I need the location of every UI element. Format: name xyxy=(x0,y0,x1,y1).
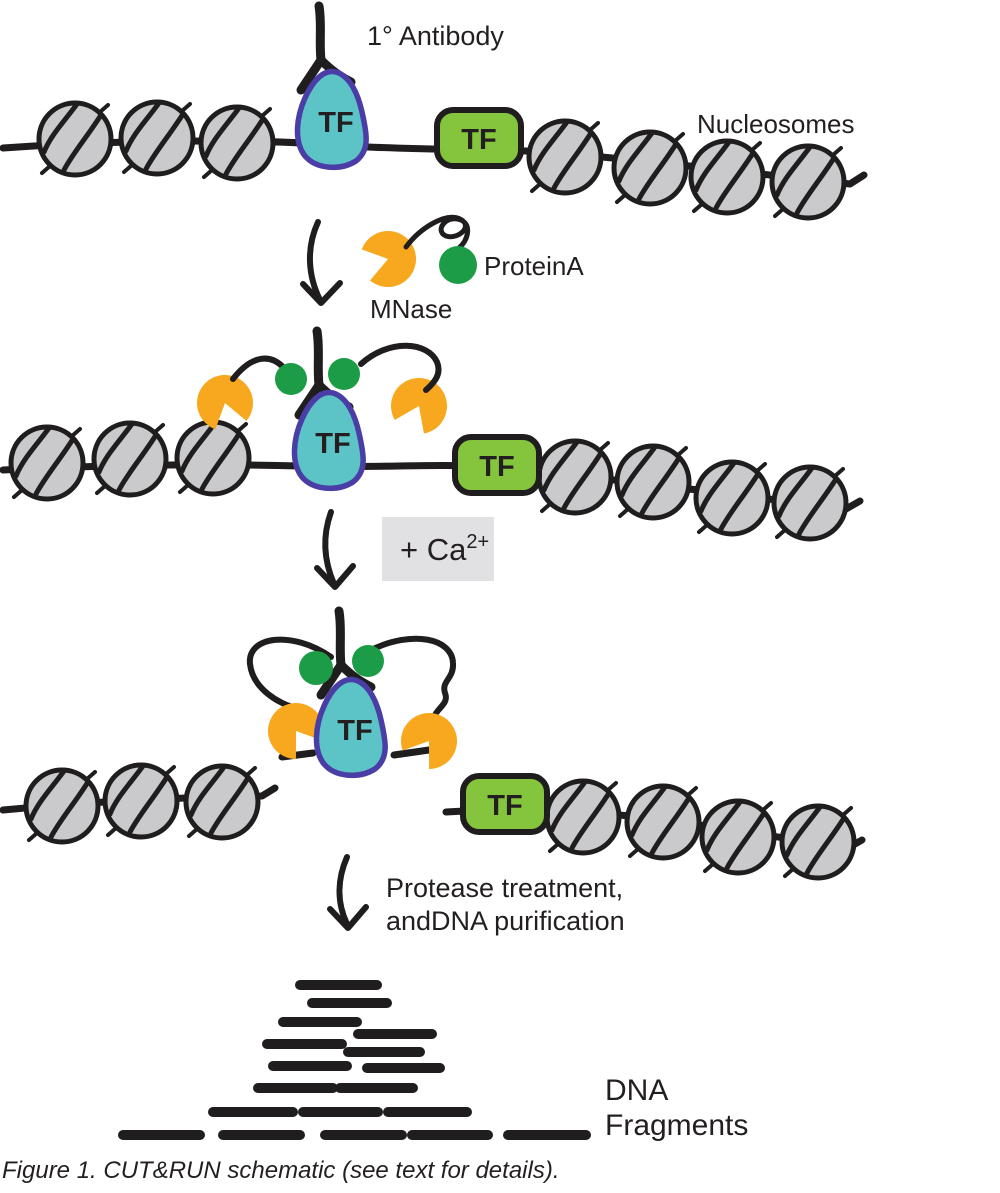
mnase-icon xyxy=(383,368,457,439)
tf-label: TF xyxy=(461,124,496,156)
tether-left xyxy=(230,355,285,382)
protease-label-line1: Protease treatment, xyxy=(386,873,623,903)
dna-fragments-label-line2: Fragments xyxy=(605,1109,748,1142)
purification-step: Protease treatment, andDNA purification xyxy=(327,854,625,936)
tf-label: TF xyxy=(487,790,522,822)
down-arrow-icon xyxy=(307,219,323,303)
nucleosome-icon xyxy=(774,467,846,539)
proteina-label: ProteinA xyxy=(484,251,584,281)
down-arrow-head xyxy=(314,563,356,590)
nucleosome-icon xyxy=(94,423,166,495)
linker-squiggle xyxy=(403,214,471,251)
loop-right xyxy=(368,635,457,718)
nucleosome-icon xyxy=(627,786,699,858)
tether-right xyxy=(358,342,442,393)
nucleosome-icon xyxy=(11,427,83,499)
tf-label: TF xyxy=(315,428,350,460)
loop-left xyxy=(246,636,334,710)
nucleosome-icon xyxy=(772,146,844,218)
mnase-label: MNase xyxy=(370,294,452,324)
tf-label: TF xyxy=(479,451,514,483)
stage3-chromatin-row: TF xyxy=(0,765,866,878)
protein-a-icon xyxy=(439,246,477,284)
down-arrow-icon xyxy=(336,854,350,927)
protease-label-line2: andDNA purification xyxy=(386,906,625,936)
nucleosome-icon xyxy=(617,446,689,518)
calcium-box xyxy=(382,517,494,581)
stage2-chromatin-row: TF TF xyxy=(0,331,864,539)
nucleosome-icon xyxy=(702,801,774,873)
protein-a-icon xyxy=(352,645,384,677)
mnase-icon xyxy=(392,701,469,776)
dna-fragment-stub xyxy=(390,746,433,759)
protein-a-icon xyxy=(328,358,360,390)
calcium-base: + Ca xyxy=(400,532,467,567)
nucleosome-icon xyxy=(26,770,98,842)
stage3-released-complex: TF xyxy=(246,611,469,776)
nucleosome-icon xyxy=(529,121,601,193)
nucleosome-icon xyxy=(614,132,686,204)
reagent-step: ProteinA MNase xyxy=(300,214,584,324)
nucleosome-icon xyxy=(782,806,854,878)
protein-a-icon xyxy=(275,363,307,395)
nucleosome-icon xyxy=(691,141,763,213)
calcium-label: + Ca2+ xyxy=(400,531,489,567)
nucleosome-icon xyxy=(201,107,273,179)
calcium-superscript: 2+ xyxy=(466,531,489,553)
protein-a-icon xyxy=(299,651,333,685)
antibody-label: 1° Antibody xyxy=(367,21,504,51)
mnase-icon xyxy=(358,224,423,292)
nucleosome-icon xyxy=(547,781,619,853)
down-arrow-head xyxy=(327,904,369,931)
calcium-step: + Ca2+ xyxy=(314,509,494,590)
down-arrow-head xyxy=(300,280,343,306)
dna-fragments-pile xyxy=(118,980,591,1140)
nucleosome-icon xyxy=(105,765,177,837)
nucleosome-icon xyxy=(39,103,111,175)
down-arrow-icon xyxy=(322,509,337,587)
nucleosome-icon xyxy=(121,102,193,174)
stage1-chromatin-row: TF TF 1° Antibody Nucleosomes xyxy=(0,6,868,218)
tf-label: TF xyxy=(337,715,372,747)
nucleosome-icon xyxy=(186,766,258,838)
nucleosome-icon xyxy=(539,441,611,513)
dna-fragments-label-line1: DNA xyxy=(605,1074,668,1107)
tf-label: TF xyxy=(318,107,353,139)
nucleosomes-label: Nucleosomes xyxy=(697,109,855,139)
figure-caption: Figure 1. CUT&RUN schematic (see text fo… xyxy=(2,1157,560,1184)
nucleosome-icon xyxy=(696,462,768,534)
nucleosome-icon xyxy=(177,422,249,494)
